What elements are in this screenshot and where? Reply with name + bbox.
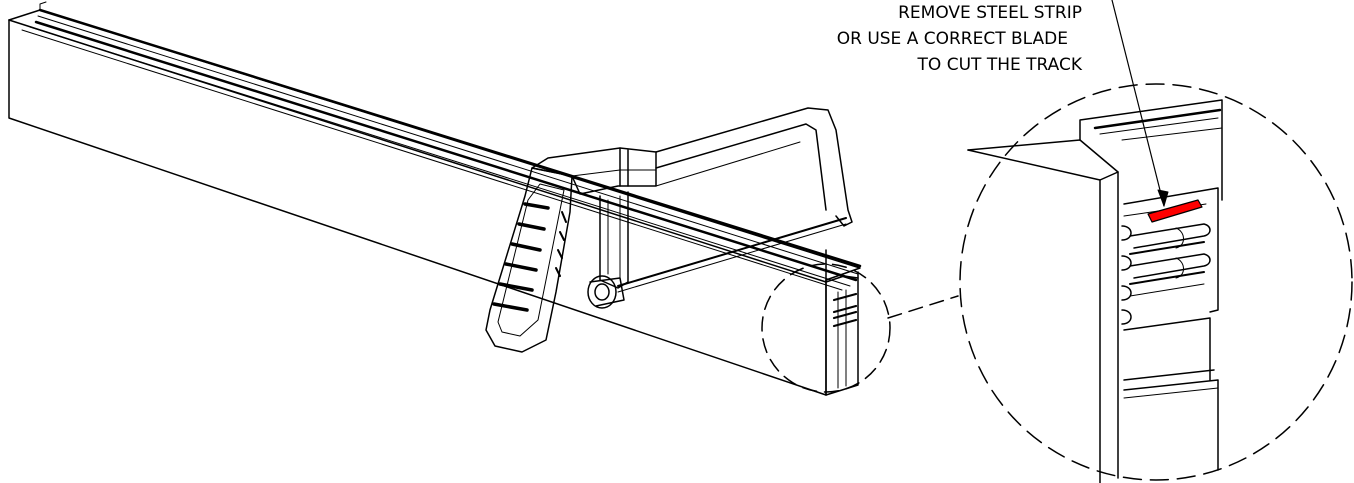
detail-magnifier	[959, 83, 1353, 483]
steel-strip	[1147, 199, 1203, 223]
detail-circle-small	[761, 263, 891, 393]
track	[8, 1, 862, 396]
hacksaw	[485, 107, 853, 353]
callout-line-2: OR USE A CORRECT BLADE	[836, 29, 1068, 49]
detail-connector	[887, 295, 959, 319]
callout-note: REMOVE STEEL STRIP OR USE A CORRECT BLAD…	[837, 0, 1082, 78]
callout-line-1: REMOVE STEEL STRIP	[898, 3, 1082, 23]
callout-line-3: TO CUT THE TRACK	[917, 55, 1082, 75]
leader-arrow	[1111, 0, 1169, 207]
